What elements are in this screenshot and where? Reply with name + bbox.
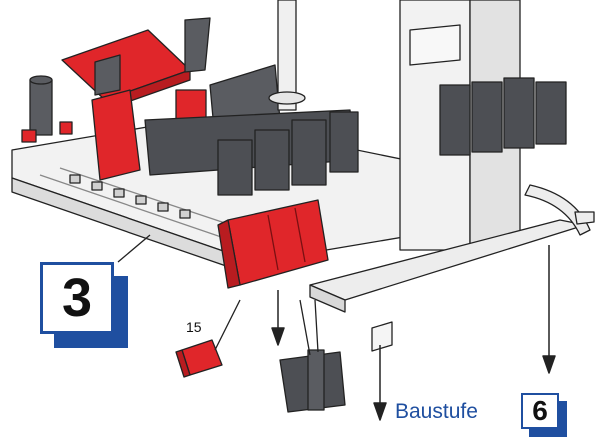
base-slots (69, 174, 191, 219)
callout-line-gray (299, 299, 319, 356)
red-clip-left-2 (59, 121, 73, 135)
callout-line-step (117, 234, 151, 263)
step-number-box: 3 (40, 262, 114, 334)
gray-crank (184, 17, 211, 73)
next-step-label: Baustufe (395, 400, 478, 423)
vertical-axle (277, 0, 297, 111)
red-roof (61, 29, 191, 101)
red-frame (91, 89, 141, 181)
part-quantity-label: 15 (186, 319, 202, 335)
arrow-down-icon (271, 245, 556, 421)
callout-line-15 (214, 299, 241, 351)
small-pin (371, 321, 393, 352)
red-clip-left (21, 129, 37, 143)
left-post (29, 79, 53, 136)
next-step-box: 6 (521, 393, 559, 429)
step-number: 3 (61, 268, 93, 328)
next-step-number: 6 (532, 395, 548, 426)
gear-teeth (524, 184, 595, 236)
